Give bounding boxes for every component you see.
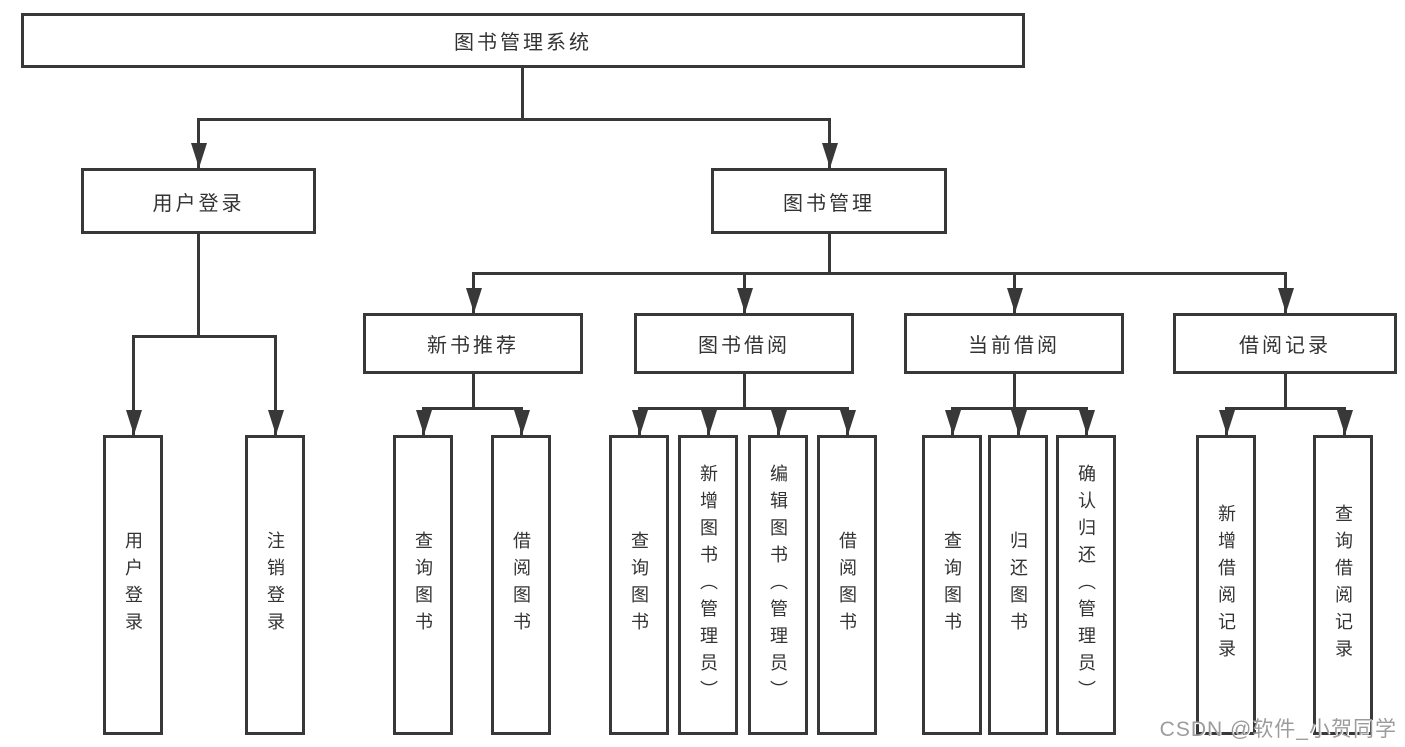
- arrow-to-leaf-borrow-books-1: [520, 407, 523, 435]
- leaf-query-books-2: 查询图书: [609, 435, 669, 735]
- connector-user-stem: [197, 234, 200, 335]
- arrow-to-leaf-query-borrow-record: [1343, 407, 1346, 435]
- connector-mgmt-bar: [472, 272, 1287, 275]
- arrow-to-leaf-query-books-1: [422, 407, 425, 435]
- connector-newbook-stem: [472, 374, 475, 407]
- arrow-to-leaf-confirm-return-admin: [1085, 407, 1088, 435]
- arrow-to-leaf-add-borrow-record: [1225, 407, 1228, 435]
- arrow-to-leaf-edit-book-admin: [777, 407, 780, 435]
- node-book-borrow-label: 图书借阅: [698, 335, 790, 357]
- arrow-to-book-borrow: [743, 272, 746, 313]
- arrow-to-new-book-recommend: [472, 272, 475, 313]
- leaf-borrow-books-2-label: 借阅图书: [837, 531, 857, 639]
- leaf-borrow-books-1: 借阅图书: [491, 435, 551, 735]
- connector-root-bar: [197, 118, 831, 121]
- leaf-user-login-label: 用户登录: [123, 531, 143, 639]
- node-current-borrow-label: 当前借阅: [968, 335, 1060, 357]
- leaf-user-login: 用户登录: [103, 435, 163, 735]
- connector-record-bar: [1225, 407, 1346, 410]
- node-user-login-label: 用户登录: [152, 192, 245, 215]
- leaf-logout: 注销登录: [245, 435, 305, 735]
- leaf-logout-label: 注销登录: [265, 531, 285, 639]
- connector-bookborrow-stem: [743, 374, 746, 407]
- leaf-query-books-1: 查询图书: [393, 435, 453, 735]
- leaf-borrow-books-1-label: 借阅图书: [511, 531, 531, 639]
- connector-newbook-bar: [422, 407, 523, 410]
- connector-bookborrow-bar: [638, 407, 849, 410]
- leaf-add-borrow-record: 新增借阅记录: [1196, 435, 1256, 735]
- node-root-label: 图书管理系统: [454, 32, 592, 54]
- leaf-return-book-label: 归还图书: [1008, 531, 1028, 639]
- arrow-to-leaf-query-books-2: [638, 407, 641, 435]
- leaf-add-borrow-record-label: 新增借阅记录: [1216, 504, 1236, 666]
- node-current-borrow: 当前借阅: [904, 313, 1124, 374]
- arrow-to-borrow-record: [1284, 272, 1287, 313]
- leaf-query-books-2-label: 查询图书: [629, 531, 649, 639]
- arrow-to-leaf-return-book: [1017, 407, 1020, 435]
- arrow-to-book-management: [828, 118, 831, 168]
- arrow-to-leaf-add-book-admin: [707, 407, 710, 435]
- leaf-borrow-books-2: 借阅图书: [817, 435, 877, 735]
- leaf-confirm-return-admin-label: 确认归还（管理员）: [1076, 463, 1096, 707]
- leaf-confirm-return-admin: 确认归还（管理员）: [1056, 435, 1116, 735]
- arrow-to-user-login: [197, 118, 200, 168]
- node-borrow-record: 借阅记录: [1173, 313, 1397, 374]
- arrow-to-leaf-user-login: [132, 335, 135, 435]
- arrow-to-leaf-logout: [274, 335, 277, 435]
- arrow-to-leaf-borrow-books-2: [846, 407, 849, 435]
- leaf-return-book: 归还图书: [988, 435, 1048, 735]
- leaf-edit-book-admin-label: 编辑图书（管理员）: [768, 463, 788, 707]
- connector-user-bar: [132, 335, 277, 338]
- connector-root-stem: [521, 68, 524, 118]
- leaf-query-books-1-label: 查询图书: [413, 531, 433, 639]
- node-user-login: 用户登录: [81, 168, 316, 234]
- node-new-book-recommend: 新书推荐: [363, 313, 583, 374]
- leaf-query-books-3: 查询图书: [922, 435, 982, 735]
- node-book-borrow: 图书借阅: [634, 313, 854, 374]
- connector-mgmt-stem: [828, 234, 831, 272]
- arrow-to-leaf-query-books-3: [951, 407, 954, 435]
- node-new-book-recommend-label: 新书推荐: [427, 335, 519, 357]
- node-book-management-label: 图书管理: [783, 192, 875, 215]
- leaf-query-borrow-record-label: 查询借阅记录: [1333, 504, 1353, 666]
- arrow-to-current-borrow: [1013, 272, 1016, 313]
- leaf-query-books-3-label: 查询图书: [942, 531, 962, 639]
- node-borrow-record-label: 借阅记录: [1239, 335, 1331, 357]
- leaf-add-book-admin: 新增图书（管理员）: [678, 435, 738, 735]
- leaf-add-book-admin-label: 新增图书（管理员）: [698, 463, 718, 707]
- node-root: 图书管理系统: [21, 13, 1025, 68]
- connector-current-stem: [1013, 374, 1016, 407]
- leaf-query-borrow-record: 查询借阅记录: [1313, 435, 1373, 735]
- node-book-management: 图书管理: [711, 168, 947, 234]
- connector-record-stem: [1284, 374, 1287, 407]
- leaf-edit-book-admin: 编辑图书（管理员）: [748, 435, 808, 735]
